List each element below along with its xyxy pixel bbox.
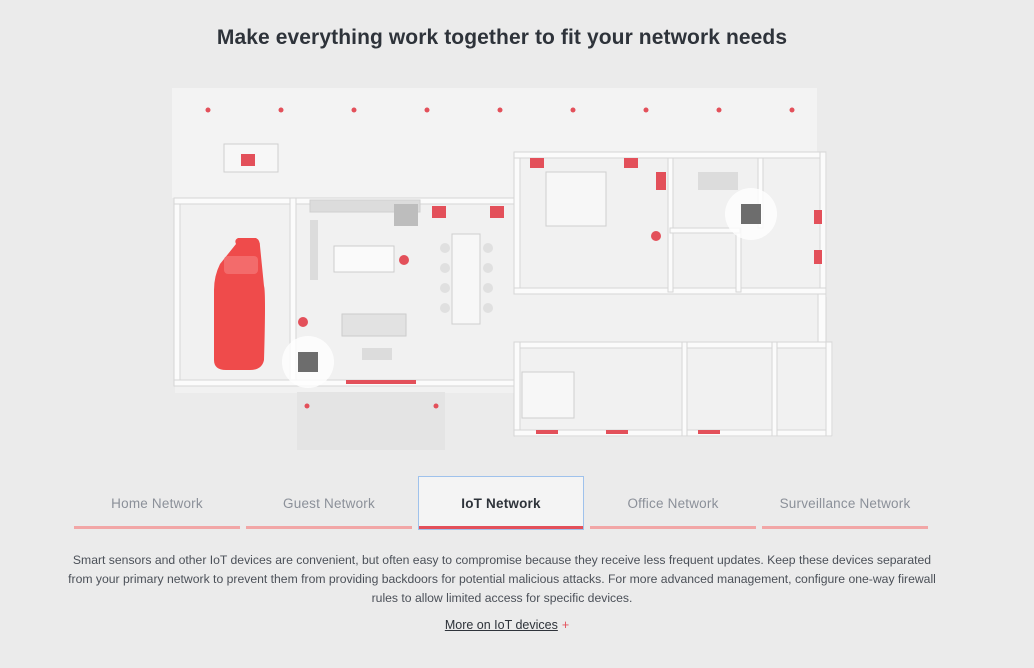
bed-top [545, 171, 607, 227]
dining-chairs [440, 243, 493, 313]
sofa [341, 313, 407, 337]
bathtub [698, 172, 738, 190]
more-link-container: More on IoT devices+ [0, 618, 1014, 632]
tab-underline [246, 526, 412, 529]
patio-device [241, 154, 255, 166]
tab-label: Home Network [111, 495, 203, 511]
tab-guest-network[interactable]: Guest Network [246, 476, 412, 530]
tab-label: Surveillance Network [779, 495, 911, 511]
floor-plan-illustration [150, 80, 850, 460]
tab-description: Smart sensors and other IoT devices are … [68, 553, 936, 605]
tab-label: Office Network [627, 495, 719, 511]
tab-label: IoT Network [461, 495, 541, 511]
page-title: Make everything work together to fit you… [216, 26, 788, 49]
tab-surveillance-network[interactable]: Surveillance Network [762, 476, 928, 530]
kitchen-counter [309, 199, 421, 213]
bed-bottom [521, 371, 575, 419]
tab-underline [762, 526, 928, 529]
ceiling-sensors [205, 107, 795, 409]
iot-devices [298, 158, 822, 434]
tab-home-network[interactable]: Home Network [74, 476, 240, 530]
tab-underline [419, 526, 583, 529]
tab-iot-network[interactable]: IoT Network [418, 476, 584, 530]
kitchen-island [333, 245, 395, 273]
kitchen-side-counter [310, 220, 318, 280]
car-windshield [224, 256, 258, 274]
floor-plan-graphic [172, 88, 833, 450]
more-on-iot-link[interactable]: More on IoT devices [444, 618, 558, 632]
tab-underline [590, 526, 756, 529]
hub-right [725, 188, 777, 240]
tab-underline [74, 526, 240, 529]
tab-label: Guest Network [283, 495, 375, 511]
coffee-table [362, 348, 392, 360]
entrance-area [297, 392, 445, 450]
fridge [394, 204, 418, 226]
plus-icon: + [561, 618, 570, 632]
hub-left [282, 336, 334, 388]
network-tabs: Home Network Guest Network IoT Network O… [74, 476, 930, 530]
tab-office-network[interactable]: Office Network [590, 476, 756, 530]
dining-table [451, 233, 481, 325]
